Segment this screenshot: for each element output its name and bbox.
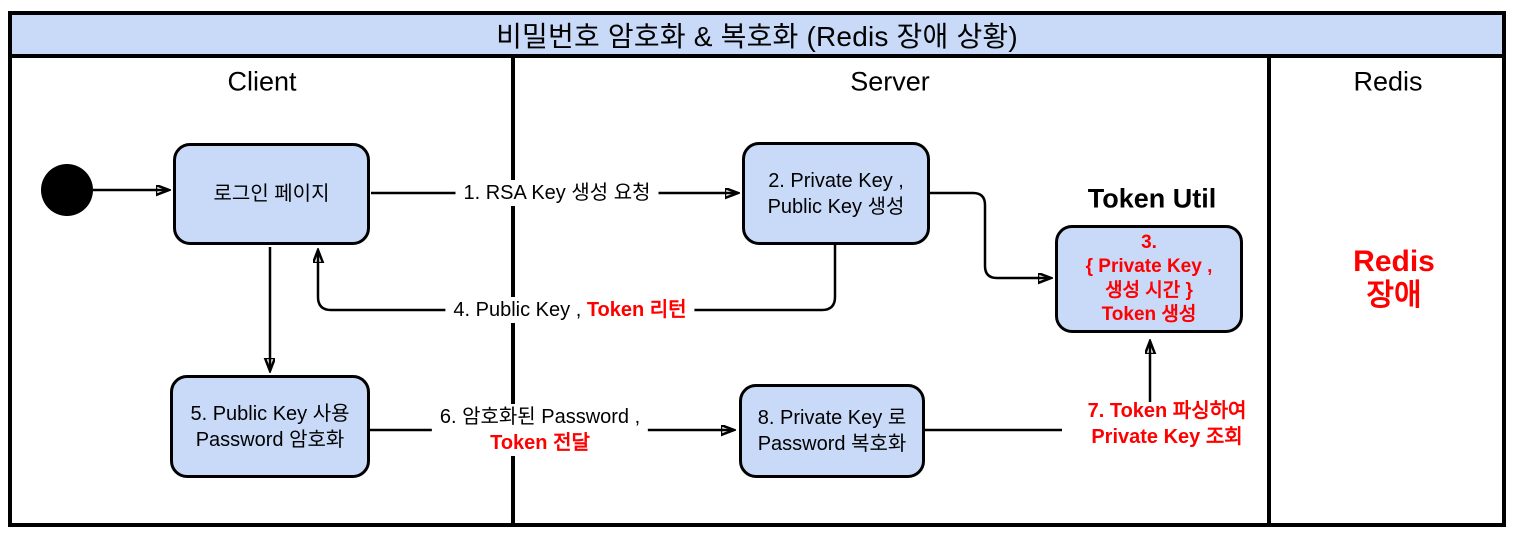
edge-label-password-send-line2: Token 전달	[490, 432, 590, 454]
edge-label-token-parse: 7. Token 파싱하여 Private Key 조회	[1088, 398, 1247, 450]
redis-failure-status: Redis 장애	[1353, 245, 1435, 313]
lane-header-server: Server	[850, 66, 930, 97]
edge-label-key-return: 4. Public Key , Token 리턴	[445, 297, 695, 323]
node-encrypt-line2: Password 암호화	[195, 428, 345, 451]
lane-divider-client-server	[511, 55, 515, 527]
edge-label-token-parse-line2: Private Key 조회	[1091, 426, 1243, 448]
node-decrypt-line2: Password 복호화	[757, 433, 907, 455]
edge-label-key-return-black: 4. Public Key ,	[453, 299, 587, 321]
node-encrypt-password: 5. Public Key 사용 Password 암호화	[170, 375, 370, 478]
lane-divider-server-redis	[1267, 55, 1271, 527]
edge-label-key-return-red: Token 리턴	[586, 299, 687, 321]
token-util-heading: Token Util	[1087, 183, 1217, 214]
edge-label-rsa-request-text: 1. RSA Key 생성 요청	[463, 182, 651, 204]
node-login-page: 로그인 페이지	[173, 143, 370, 245]
node-token-generate-line3: 생성 시간 }	[1105, 280, 1193, 301]
node-login-page-label: 로그인 페이지	[213, 183, 330, 205]
node-generate-keys-line1: 2. Private Key ,	[768, 169, 904, 192]
diagram-title: 비밀번호 암호화 & 복호화 (Redis 장애 상황)	[496, 20, 1018, 52]
edge-label-token-parse-line1: 7. Token 파싱하여	[1087, 400, 1247, 422]
node-decrypt-line1: 8. Private Key 로	[757, 407, 907, 429]
diagram-title-bar: 비밀번호 암호화 & 복호화 (Redis 장애 상황)	[8, 11, 1506, 58]
redis-failure-line1: Redis	[1353, 245, 1435, 278]
redis-failure-line2: 장애	[1366, 279, 1422, 312]
edge-label-password-send: 6. 암호화된 Password , Token 전달	[431, 404, 649, 456]
node-generate-keys-line2: Public Key 생성	[767, 195, 905, 218]
edge-label-password-send-line1: 6. 암호화된 Password ,	[439, 406, 641, 428]
node-token-generate-line1: 3.	[1141, 232, 1157, 253]
start-node-icon	[41, 164, 93, 216]
lane-header-client: Client	[227, 66, 297, 97]
node-token-generate: 3. { Private Key , 생성 시간 } Token 생성	[1055, 225, 1243, 333]
node-token-generate-line4: Token 생성	[1101, 304, 1197, 325]
lane-header-redis: Redis	[1353, 66, 1423, 97]
node-encrypt-line1: 5. Public Key 사용	[190, 402, 350, 425]
node-decrypt-password: 8. Private Key 로 Password 복호화	[739, 384, 925, 478]
node-generate-keys: 2. Private Key , Public Key 생성	[742, 142, 930, 245]
edge-label-rsa-request: 1. RSA Key 생성 요청	[455, 180, 659, 206]
node-token-generate-line2: { Private Key ,	[1085, 256, 1213, 277]
